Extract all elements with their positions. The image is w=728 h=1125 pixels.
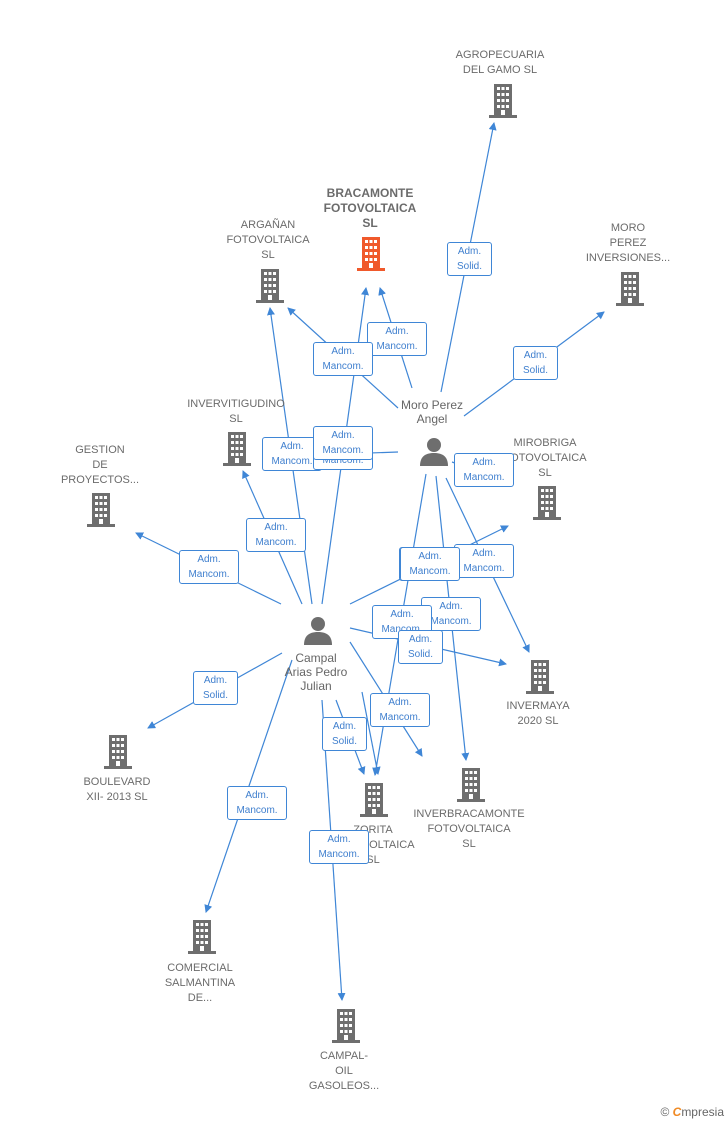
company-name-mirobriga[interactable]: MIROBRIGA FOTOVOLTAICA SL (503, 437, 587, 479)
relationship-edge (361, 691, 381, 775)
edge-role-badge: Adm. Mancom. (262, 437, 322, 471)
company-building-icon[interactable] (533, 486, 561, 520)
company-name-gestion[interactable]: GESTION DE PROYECTOS... (60, 444, 140, 486)
company-name-arganan[interactable]: ARGAÑAN FOTOVOLTAICA SL (226, 219, 310, 261)
edge-role-badge: Adm. Mancom. (179, 550, 239, 584)
company-building-icon[interactable] (223, 432, 251, 466)
company-building-icon[interactable] (457, 768, 485, 802)
company-building-icon[interactable] (526, 660, 554, 694)
edge-role-badge: Adm. Mancom. (454, 544, 514, 578)
company-building-icon[interactable] (256, 269, 284, 303)
company-building-icon[interactable] (87, 493, 115, 527)
company-name-agropecuaria[interactable]: AGROPECUARIA DEL GAMO SL (455, 49, 545, 76)
edge-role-badge: Adm. Mancom. (400, 547, 460, 581)
edge-role-badge: Adm. Mancom. (313, 426, 373, 460)
edge-role-badge: Adm. Mancom. (454, 453, 514, 487)
person-icon[interactable] (304, 617, 332, 645)
brand-logo-initial: C (672, 1105, 682, 1119)
company-building-icon[interactable] (188, 920, 216, 954)
edge-role-badge: Adm. Mancom. (370, 693, 430, 727)
person-name-campal[interactable]: Campal Arias Pedro Julian (284, 651, 348, 693)
brand-logo-text: mpresia (681, 1105, 724, 1119)
person-name-moro[interactable]: Moro Perez Angel (400, 398, 464, 426)
company-name-invermaya[interactable]: INVERMAYA 2020 SL (506, 700, 570, 727)
company-building-icon[interactable] (489, 84, 517, 118)
copyright-symbol: © (660, 1105, 670, 1119)
company-building-icon[interactable] (357, 237, 385, 271)
edge-role-badge: Adm. Mancom. (246, 518, 306, 552)
company-name-inverbracamonte[interactable]: INVERBRACAMONTE FOTOVOLTAICA SL (413, 808, 525, 850)
company-building-icon[interactable] (360, 783, 388, 817)
company-name-boulevard[interactable]: BOULEVARD XII- 2013 SL (83, 776, 151, 803)
person-icon[interactable] (420, 438, 448, 466)
footer-credit: © Cmpresia (660, 1105, 724, 1119)
edge-role-badge: Adm. Solid. (447, 242, 492, 276)
company-name-moro-perez-inv[interactable]: MORO PEREZ INVERSIONES... (585, 222, 671, 264)
edge-role-badge: Adm. Solid. (193, 671, 238, 705)
edge-role-badge: Adm. Mancom. (309, 830, 369, 864)
edge-role-badge: Adm. Mancom. (313, 342, 373, 376)
company-building-icon[interactable] (332, 1009, 360, 1043)
company-building-icon[interactable] (616, 272, 644, 306)
edge-role-badge: Adm. Mancom. (367, 322, 427, 356)
company-name-campal-oil[interactable]: CAMPAL- OIL GASOLEOS... (308, 1050, 380, 1092)
edge-role-badge: Adm. Solid. (322, 717, 367, 751)
edge-role-badge: Adm. Mancom. (227, 786, 287, 820)
company-building-icon[interactable] (104, 735, 132, 769)
company-name-bracamonte[interactable]: BRACAMONTE FOTOVOLTAICA SL (323, 186, 417, 230)
edge-role-badge: Adm. Solid. (398, 630, 443, 664)
company-name-invervitigudino[interactable]: INVERVITIGUDINO SL (187, 398, 285, 425)
edge-role-badge: Adm. Solid. (513, 346, 558, 380)
company-name-comercial[interactable]: COMERCIAL SALMANTINA DE... (164, 962, 236, 1004)
